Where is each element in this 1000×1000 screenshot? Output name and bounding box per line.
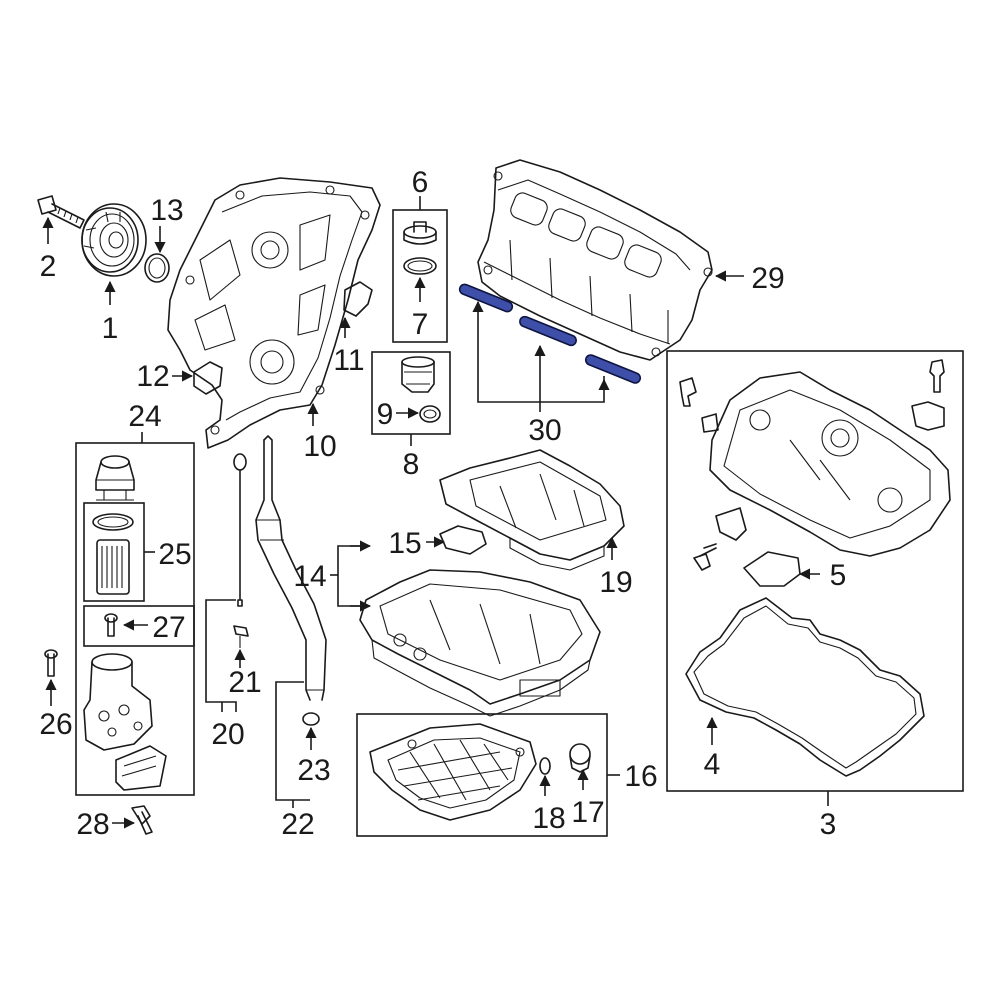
- callout-6: 6: [412, 166, 429, 199]
- callout-28: 28: [76, 808, 109, 841]
- filter-housing-bolt: [104, 613, 118, 637]
- lower-oil-pan: [369, 723, 537, 821]
- spark-plug-tube-seal: [743, 551, 801, 587]
- oil-cooler-bolt: [131, 805, 153, 835]
- callout-19: 19: [599, 566, 632, 599]
- oil-cooler: [115, 745, 167, 791]
- dipstick-tube: [255, 435, 327, 701]
- oil-filler-cap: [403, 221, 437, 245]
- intake-gasket-1: [458, 283, 514, 313]
- intake-gasket-3: [584, 354, 642, 384]
- oil-filter-cap: [95, 455, 135, 501]
- callout-15: 15: [388, 527, 421, 560]
- callout-29: 29: [751, 262, 784, 295]
- valve-cover: [709, 371, 951, 557]
- callout-27: 27: [152, 611, 185, 644]
- callout-30: 30: [528, 414, 561, 447]
- callout-16: 16: [624, 760, 657, 793]
- callout-5: 5: [830, 559, 847, 592]
- callout-7: 7: [412, 308, 429, 341]
- pcv-valve: [401, 356, 435, 393]
- valve-cover-gasket-inner: [693, 605, 917, 769]
- pcv-o-ring: [419, 405, 441, 423]
- oil-cap-seal: [403, 257, 437, 275]
- timing-cover: [167, 177, 381, 449]
- callout-23: 23: [297, 754, 330, 787]
- callout-18: 18: [532, 802, 565, 835]
- valve-cover-gasket: [685, 597, 925, 777]
- intake-gasket-2: [519, 315, 577, 347]
- windage-tray: [439, 449, 625, 571]
- cover-gasket-12: [193, 361, 223, 395]
- callout-20: 20: [211, 718, 244, 751]
- callout-9: 9: [377, 398, 394, 431]
- intake-manifold: [477, 159, 713, 361]
- callout-2: 2: [40, 250, 57, 283]
- callout-13: 13: [150, 194, 183, 227]
- callout-26: 26: [39, 708, 72, 741]
- callout-8: 8: [403, 448, 420, 481]
- drain-plug-washer: [539, 757, 551, 775]
- box-valve-cover: [666, 350, 964, 792]
- callout-24: 24: [128, 400, 161, 433]
- valve-cover-bolts-and-sensors: [679, 359, 945, 571]
- oil-filter-o-ring: [92, 513, 134, 531]
- callout-11: 11: [333, 344, 364, 377]
- callout-4: 4: [704, 748, 721, 781]
- oil-filter-housing: [83, 653, 153, 751]
- callout-3: 3: [820, 808, 837, 841]
- callout-21: 21: [228, 666, 261, 699]
- pulley-bolt: [37, 195, 85, 229]
- box-filter-bolt: [83, 605, 195, 647]
- oil-dipstick: [233, 453, 247, 607]
- windage-gasket: [439, 525, 487, 555]
- callout-1: 1: [102, 312, 119, 345]
- drain-plug: [569, 743, 591, 773]
- callout-12: 12: [136, 360, 169, 393]
- oil-filter-element: [96, 539, 130, 595]
- cover-gasket-11: [343, 281, 373, 317]
- upper-oil-pan: [359, 569, 601, 717]
- filter-adapter-bolt: [44, 649, 58, 677]
- dipstick-clip: [233, 625, 249, 648]
- callout-10: 10: [303, 430, 336, 463]
- crankshaft-pulley: [81, 203, 147, 277]
- callout-17: 17: [571, 796, 604, 829]
- callout-25: 25: [158, 538, 191, 571]
- front-crank-seal: [144, 253, 170, 283]
- callout-14: 14: [293, 560, 326, 593]
- callout-22: 22: [281, 808, 314, 841]
- box-filter-element: [83, 502, 145, 602]
- dipstick-tube-o-ring: [302, 712, 320, 726]
